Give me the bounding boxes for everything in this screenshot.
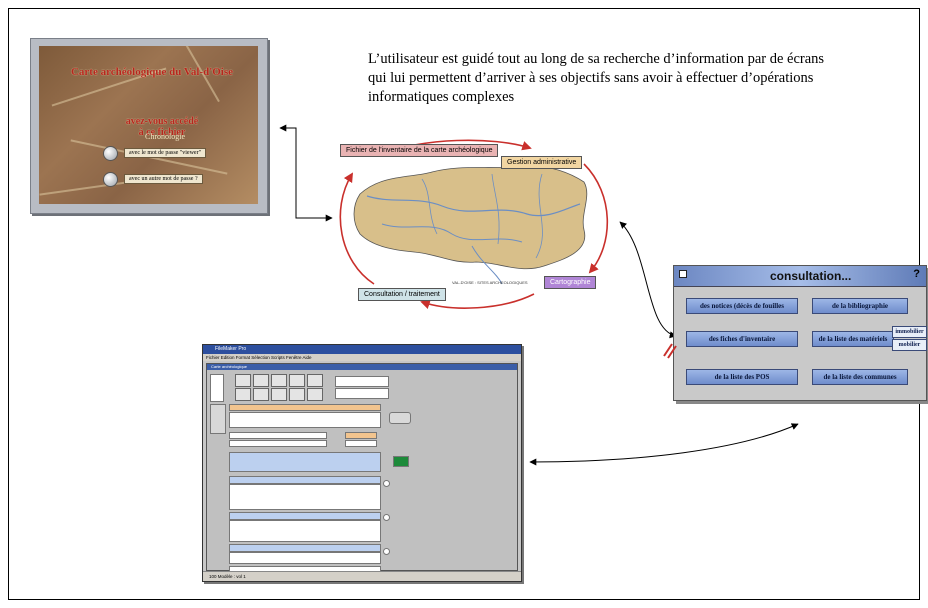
period-checkbox-grid[interactable] bbox=[229, 452, 381, 472]
lookup-field[interactable] bbox=[335, 388, 389, 399]
central-map-diagram: VAL-D'OISE : SITES ARCHEOLOGIQUES bbox=[339, 139, 609, 309]
toolbar-icon-button[interactable] bbox=[289, 374, 305, 387]
subtitle-line-1: avez-vous accédé bbox=[125, 116, 199, 127]
btn-liste-communes[interactable]: de la liste des communes bbox=[812, 369, 908, 385]
lieu-dit-field[interactable] bbox=[229, 440, 327, 447]
btn-bibliographie[interactable]: de la bibliographie bbox=[812, 298, 908, 314]
record-navigator[interactable] bbox=[210, 374, 224, 402]
caption-text: L’utilisateur est guidé tout au long de … bbox=[368, 50, 868, 107]
app-subtitle-bar: Carte archéologique bbox=[207, 364, 517, 370]
toolbar-icon-button[interactable] bbox=[235, 388, 251, 401]
toolbar-icon-button[interactable] bbox=[289, 388, 305, 401]
references-field[interactable] bbox=[229, 544, 381, 552]
btn-mobilier[interactable]: mobilier bbox=[892, 339, 927, 351]
chronologie-label: Chronologie bbox=[145, 132, 185, 141]
river-line bbox=[491, 173, 500, 245]
btn-notices[interactable]: des notices (décès de fouilles bbox=[686, 298, 798, 314]
title-screen-heading: Carte archéologique du Val-d'Oise bbox=[70, 66, 234, 78]
attribution-field[interactable] bbox=[229, 476, 381, 484]
cycle-arrow-bottom bbox=[420, 293, 535, 309]
river-line bbox=[366, 195, 581, 217]
commune-field[interactable] bbox=[229, 432, 327, 439]
consultation-window: consultation... ? des notices (décès de … bbox=[673, 265, 927, 401]
toolbar-icon-button[interactable] bbox=[307, 374, 323, 387]
designation-field[interactable] bbox=[229, 412, 381, 428]
btn-immobilier[interactable]: immobilier bbox=[892, 326, 927, 338]
btn-liste-pos[interactable]: de la liste des POS bbox=[686, 369, 798, 385]
title-screen-subtitle: avez-vous accédé à ce fichier bbox=[107, 116, 217, 138]
title-screen-panel: Carte archéologique du Val-d'Oise avez-v… bbox=[30, 38, 268, 214]
selection-marker-icon bbox=[663, 343, 677, 359]
arrow-consultation-to-app bbox=[529, 423, 799, 466]
cycle-arrow-left bbox=[339, 172, 375, 285]
option-radio[interactable] bbox=[383, 548, 390, 555]
toolbar-icon-button[interactable] bbox=[253, 388, 269, 401]
caption-line-1: L’utilisateur est guidé tout au long de … bbox=[368, 51, 825, 67]
arrow-title-to-map bbox=[279, 124, 333, 222]
comments-textarea[interactable] bbox=[229, 552, 381, 564]
toolbar-icon-button[interactable] bbox=[271, 374, 287, 387]
description-textarea[interactable] bbox=[229, 484, 381, 510]
caption-line-2: qui lui permettent d’arriver à ses objec… bbox=[368, 70, 814, 86]
app-content: Carte archéologique bbox=[206, 363, 518, 574]
river-line bbox=[421, 178, 438, 235]
toolbar-icon-button[interactable] bbox=[235, 374, 251, 387]
app-title-bar: FileMaker Pro bbox=[203, 345, 521, 354]
river-line bbox=[535, 173, 543, 259]
app-menu-bar: Fichier Edition Format Sélection Scripts… bbox=[203, 354, 521, 361]
green-status-indicator bbox=[393, 456, 409, 467]
app-status-bar: 100 Modèle : vol 1 bbox=[203, 571, 521, 581]
map-tag-inventaire[interactable]: Fichier de l'inventaire de la carte arch… bbox=[340, 144, 499, 157]
consultation-title: consultation... bbox=[770, 269, 852, 283]
cycle-arrow-right bbox=[583, 163, 609, 274]
btn-fiches-inventaire[interactable]: des fiches d'inventaire bbox=[686, 331, 798, 347]
action-button[interactable] bbox=[389, 412, 411, 424]
login-option-label: avec un autre mot de passe ? bbox=[124, 174, 203, 184]
login-option-other[interactable]: avec un autre mot de passe ? bbox=[103, 171, 203, 187]
lookup-field[interactable] bbox=[335, 376, 389, 387]
caption-line-3: informatiques complexes bbox=[368, 89, 515, 105]
code-field[interactable] bbox=[345, 432, 377, 439]
help-icon[interactable]: ? bbox=[913, 268, 920, 280]
btn-liste-materiels[interactable]: de la liste des matériels bbox=[812, 331, 894, 347]
toolbar-icon-button[interactable] bbox=[253, 374, 269, 387]
river-line bbox=[381, 223, 523, 243]
login-option-viewer[interactable]: avec le mot de passe "viewer" bbox=[103, 145, 207, 161]
consultation-header: consultation... ? bbox=[674, 266, 926, 287]
map-tag-consultation[interactable]: Consultation / traitement bbox=[358, 288, 446, 301]
map-legend-text: VAL-D'OISE : SITES ARCHEOLOGIQUES bbox=[452, 280, 528, 285]
val-doise-shape bbox=[353, 165, 588, 270]
option-radio[interactable] bbox=[383, 514, 390, 521]
toolbar-icon-button[interactable] bbox=[271, 388, 287, 401]
subtitle-line-2: à ce fichier bbox=[138, 127, 186, 138]
map-tag-gestion[interactable]: Gestion administrative bbox=[501, 156, 583, 169]
side-panel bbox=[210, 404, 226, 434]
notes-textarea[interactable] bbox=[229, 520, 381, 542]
river-line bbox=[471, 245, 503, 285]
login-option-label: avec le mot de passe "viewer" bbox=[124, 148, 207, 158]
map-tag-cartographie[interactable]: Cartographie bbox=[544, 276, 597, 289]
window-close-icon[interactable] bbox=[679, 270, 687, 278]
title-screen-map-background: Carte archéologique du Val-d'Oise avez-v… bbox=[39, 46, 258, 204]
bibliography-field[interactable] bbox=[229, 512, 381, 520]
code-field[interactable] bbox=[345, 440, 377, 447]
radio-ball-icon bbox=[103, 171, 118, 187]
filemaker-window: FileMaker Pro Fichier Edition Format Sél… bbox=[202, 344, 522, 582]
record-id-field[interactable] bbox=[229, 404, 381, 411]
radio-ball-icon bbox=[103, 145, 118, 161]
toolbar-icon-button[interactable] bbox=[307, 388, 323, 401]
option-radio[interactable] bbox=[383, 480, 390, 487]
arrow-map-to-consultation bbox=[619, 221, 677, 339]
